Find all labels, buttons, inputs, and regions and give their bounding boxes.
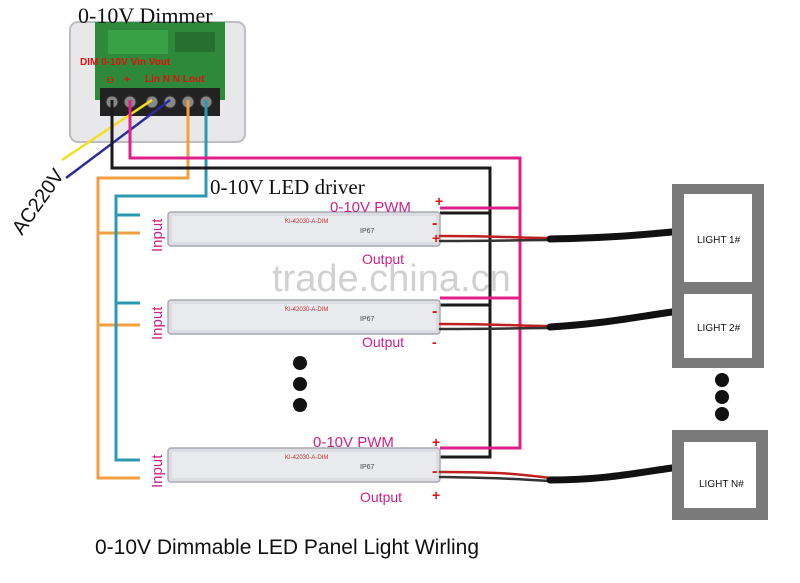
driver-2-output-label: Output (362, 334, 404, 350)
dimmer-terminal-minus: ⊖ (106, 75, 114, 86)
ac-input-wires (61, 98, 171, 179)
driver-1-input-label: Input (149, 218, 166, 252)
light-n-label: LIGHT N# (699, 479, 744, 490)
driver-1-ip: IP67 (360, 228, 375, 235)
watermark-text: trade.china.cn (272, 258, 511, 300)
led-driver-1: KI-42030-A-DIM IP67 Input 0-10V PWM + - … (149, 193, 443, 267)
dimmer-title: 0-10V Dimmer (78, 3, 213, 28)
led-driver-n: KI-42030-A-DIM IP67 Input 0-10V PWM + - … (149, 434, 441, 505)
driver-n-output-label: Output (360, 489, 402, 505)
driver-n-out-minus: - (432, 463, 437, 480)
driver-2-output-minus: - (432, 334, 437, 350)
driver-n-model: KI-42030-A-DIM (285, 455, 328, 461)
more-drivers-ellipsis (293, 356, 307, 412)
dimmer-terminal-label-top: DIM 0-10V Vin Vout (80, 57, 171, 68)
driver-section-title: 0-10V LED driver (210, 175, 365, 199)
driver-n-pwm-plus: + (432, 434, 440, 450)
dimmer-terminal-plus: + (124, 74, 130, 86)
driver-2-ip: IP67 (360, 316, 375, 323)
more-lights-ellipsis (715, 373, 729, 421)
driver-1-output-label: Output (362, 251, 404, 267)
driver-1-out-plus: + (432, 230, 440, 246)
light-2: LIGHT 2# (672, 284, 764, 368)
bus-wires (96, 100, 522, 480)
mains-label: AC220V (8, 165, 69, 239)
driver-n-input-label: Input (149, 454, 166, 488)
driver-1-pwm-label: 0-10V PWM (330, 199, 411, 216)
light-1-label: LIGHT 1# (697, 235, 741, 246)
driver-1-model: KI-42030-A-DIM (285, 219, 328, 225)
driver-n-output-plus: + (432, 487, 440, 503)
led-driver-2: KI-42030-A-DIM IP67 Input - Output - (149, 299, 441, 350)
dimmer-module: DIM 0-10V Vin Vout ⊖ + Lin N N Lout (69, 21, 246, 143)
light-n: LIGHT N# (672, 430, 768, 520)
light-2-label: LIGHT 2# (697, 323, 741, 334)
driver-n-pwm-label: 0-10V PWM (313, 434, 394, 451)
dimmer-terminal-label-bottom: Lin N N Lout (145, 74, 205, 85)
driver-2-out-minus: - (432, 303, 437, 320)
output-cables (438, 228, 676, 484)
driver-1-pwm-plus: + (435, 193, 443, 209)
driver-n-ip: IP67 (360, 464, 375, 471)
driver-2-model: KI-42030-A-DIM (285, 307, 328, 313)
driver-2-input-label: Input (149, 306, 166, 340)
diagram-caption: 0-10V Dimmable LED Panel Light Wirling (95, 536, 479, 559)
driver-1-out-minus: - (432, 215, 437, 232)
light-1: LIGHT 1# (672, 184, 764, 292)
